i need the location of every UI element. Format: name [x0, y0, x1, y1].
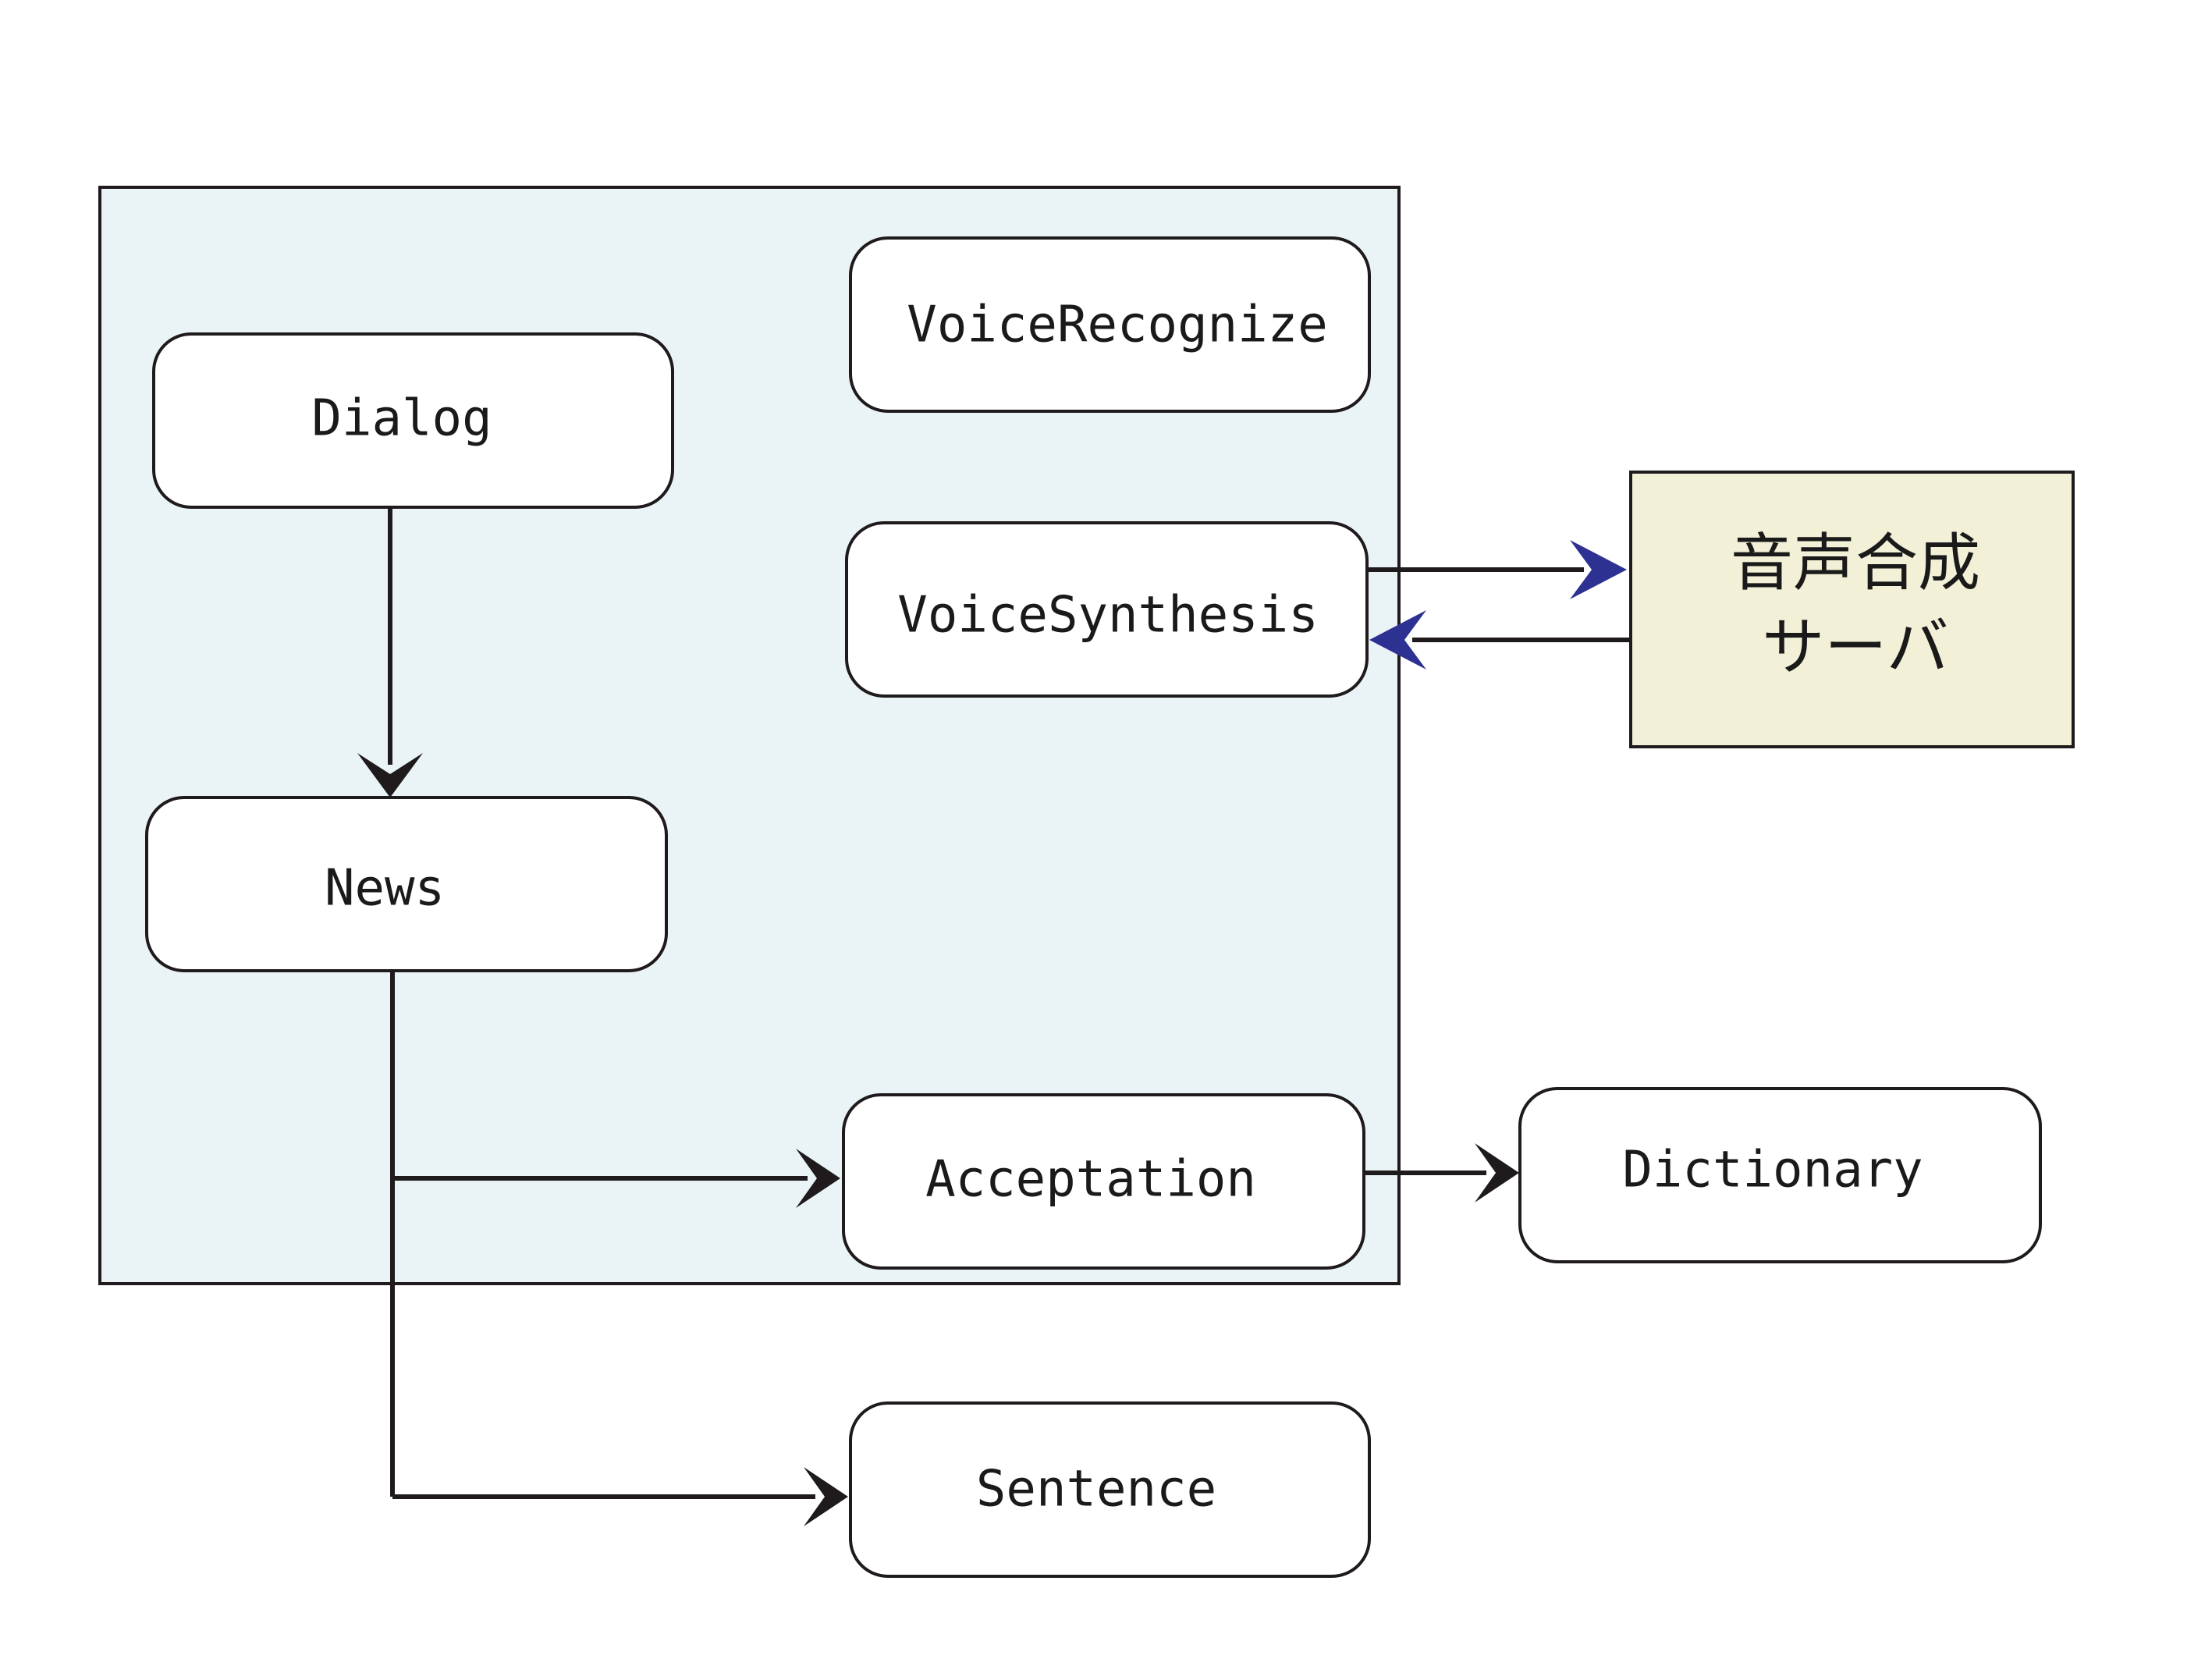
node-voice-synthesis: VoiceSynthesis [845, 521, 1369, 698]
node-label-news: News [325, 860, 445, 918]
node-sentence: Sentence [849, 1401, 1371, 1578]
node-dialog: Dialog [152, 332, 674, 509]
node-synthesis-server: 音声合成 サーバ [1629, 471, 2075, 748]
node-voice-recognize: VoiceRecognize [849, 236, 1371, 413]
node-label-acceptation: Acceptation [925, 1151, 1256, 1209]
node-acceptation: Acceptation [842, 1093, 1365, 1270]
edge-dialog-news [357, 507, 423, 798]
edge-server-synthesis [1369, 610, 1631, 670]
node-label-voice-synthesis: VoiceSynthesis [897, 587, 1318, 645]
edge-news-sentence [392, 1467, 848, 1526]
edge-synthesis-server [1367, 540, 1627, 599]
edge-news-acceptation [392, 1149, 840, 1208]
node-label-voice-recognize: VoiceRecognize [907, 297, 1327, 354]
edge-acceptation-dictionary [1364, 1143, 1519, 1203]
server-label-line2: サーバ [1762, 611, 1948, 684]
node-label-dialog: Dialog [311, 390, 492, 448]
server-label-line1: 音声合成 [1731, 527, 1980, 599]
node-dictionary: Dictionary [1518, 1087, 2042, 1263]
node-label-sentence: Sentence [976, 1461, 1216, 1519]
node-news: News [145, 796, 668, 972]
node-label-dictionary: Dictionary [1622, 1142, 1923, 1199]
